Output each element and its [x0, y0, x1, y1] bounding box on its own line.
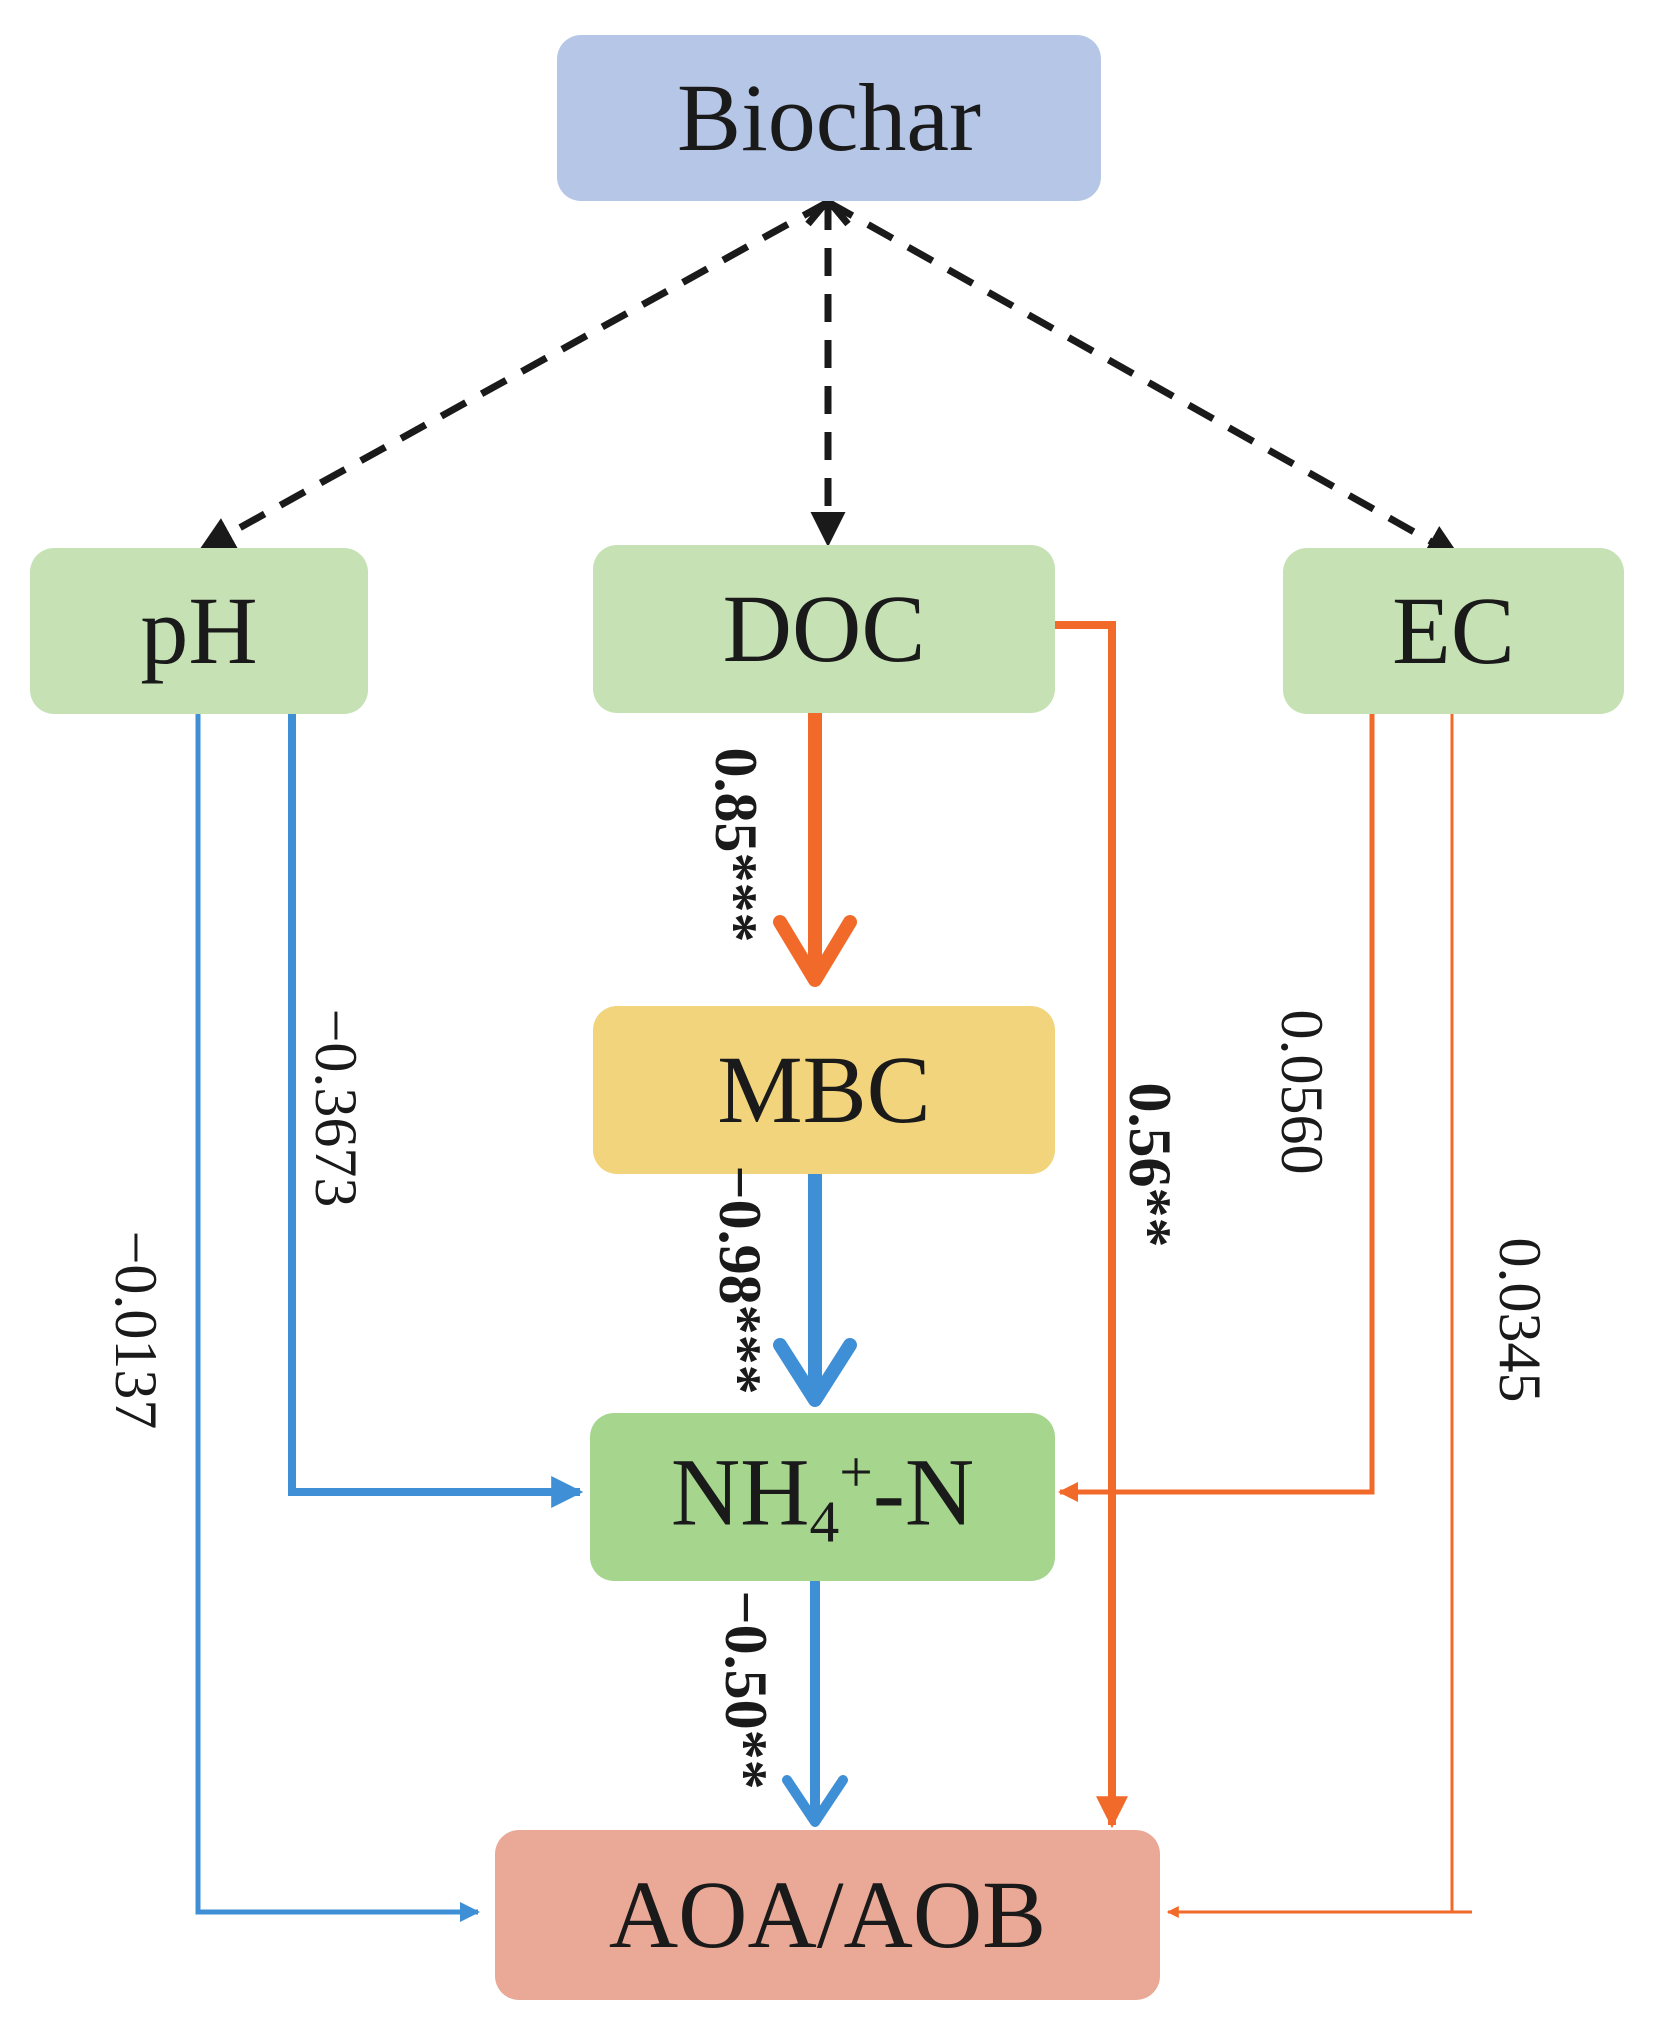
node-aoa-aob-label: AOA/AOB [608, 1861, 1047, 1968]
node-ph-label: pH [140, 577, 258, 684]
path-doc-aoa [1055, 621, 1128, 1829]
node-biochar: Biochar [557, 35, 1101, 201]
node-biochar-label: Biochar [677, 64, 981, 171]
node-mbc: MBC [593, 1006, 1055, 1174]
path-ec-nh4 [1058, 713, 1375, 1502]
node-ph: pH [30, 548, 368, 714]
coef-ph-aoa: −0.0137 [103, 1230, 169, 1430]
node-ec: EC [1283, 548, 1624, 714]
coef-doc-mbc: 0.85*** [703, 747, 769, 943]
coef-ph-nh4: −0.3673 [303, 1008, 369, 1208]
arrowhead-doc-mbc [773, 915, 857, 987]
node-doc: DOC [593, 545, 1055, 713]
arrowhead-nh4-aoa [782, 1775, 848, 1827]
arrowhead-mbc-nh4 [773, 1338, 857, 1407]
node-nh4-label: NH4+-N [670, 1438, 975, 1554]
node-doc-label: DOC [722, 575, 926, 682]
node-aoa-aob: AOA/AOB [495, 1830, 1160, 2000]
coef-nh4-aoa: −0.50** [713, 1590, 779, 1790]
path-biochar-ec [826, 198, 1462, 559]
node-ec-label: EC [1392, 577, 1515, 684]
coef-doc-aoa: 0.56** [1117, 1082, 1183, 1248]
path-ec-aoa [1166, 713, 1454, 1918]
node-mbc-label: MBC [717, 1036, 931, 1143]
path-biochar-ph [198, 198, 830, 551]
coef-mbc-nh4: −0.98*** [707, 1165, 773, 1395]
path-ph-nh4 [288, 713, 584, 1508]
coef-ec-aoa: 0.0345 [1487, 1237, 1553, 1403]
node-nh4: NH4+-N [590, 1413, 1055, 1581]
path-ph-aoa [195, 713, 480, 1922]
coef-ec-nh4: 0.0560 [1269, 1009, 1335, 1175]
